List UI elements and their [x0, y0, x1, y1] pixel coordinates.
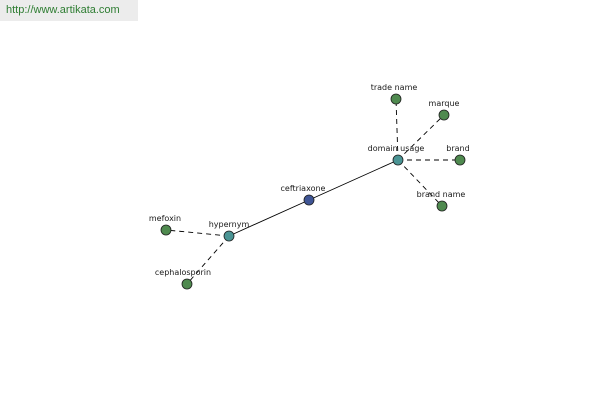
edge-ceftriaxone-hypernym	[228, 199, 310, 237]
node-circle-marque[interactable]	[438, 109, 450, 121]
node-circle-hypernym[interactable]	[223, 230, 235, 242]
node-brandname[interactable]: brand name	[417, 190, 466, 212]
node-circle-tradename[interactable]	[390, 93, 402, 105]
node-ceftriaxone[interactable]: ceftriaxone	[281, 184, 326, 206]
node-circle-cephalosporin[interactable]	[181, 278, 193, 290]
node-circle-brandname[interactable]	[436, 200, 448, 212]
node-label-domainusage: domain usage	[368, 144, 425, 153]
edge-domainusage-tradename	[395, 98, 399, 161]
edge-hypernym-mefoxin	[165, 229, 230, 237]
node-label-mefoxin: mefoxin	[149, 214, 181, 223]
graph-nodes: ceftriaxone domain usage hypernym trade nam…	[149, 83, 470, 290]
edge-domainusage-brandname	[397, 159, 443, 207]
site-url-link[interactable]: http://www.artikata.com	[6, 4, 120, 16]
edge-domainusage-marque	[397, 114, 445, 161]
node-label-brandname: brand name	[417, 190, 466, 199]
graph-edges	[165, 98, 460, 285]
edge-hypernym-cephalosporin	[186, 235, 230, 285]
node-circle-mefoxin[interactable]	[160, 224, 172, 236]
node-domainusage[interactable]: domain usage	[368, 144, 425, 166]
node-hypernym[interactable]: hypernym	[209, 220, 250, 242]
node-circle-domainusage[interactable]	[392, 154, 404, 166]
edge-ceftriaxone-domainusage	[308, 159, 399, 201]
node-marque[interactable]: marque	[429, 99, 460, 121]
node-circle-ceftriaxone[interactable]	[303, 194, 315, 206]
node-label-tradename: trade name	[371, 83, 418, 92]
node-label-cephalosporin: cephalosporin	[155, 268, 211, 277]
node-label-ceftriaxone: ceftriaxone	[281, 184, 326, 193]
node-tradename[interactable]: trade name	[371, 83, 418, 105]
node-label-marque: marque	[429, 99, 460, 108]
node-circle-brand[interactable]	[454, 154, 466, 166]
node-brand[interactable]: brand	[446, 144, 470, 166]
node-label-hypernym: hypernym	[209, 220, 250, 229]
url-banner: http://www.artikata.com	[0, 0, 138, 21]
node-cephalosporin[interactable]: cephalosporin	[155, 268, 211, 290]
node-mefoxin[interactable]: mefoxin	[149, 214, 181, 236]
node-label-brand: brand	[446, 144, 469, 153]
